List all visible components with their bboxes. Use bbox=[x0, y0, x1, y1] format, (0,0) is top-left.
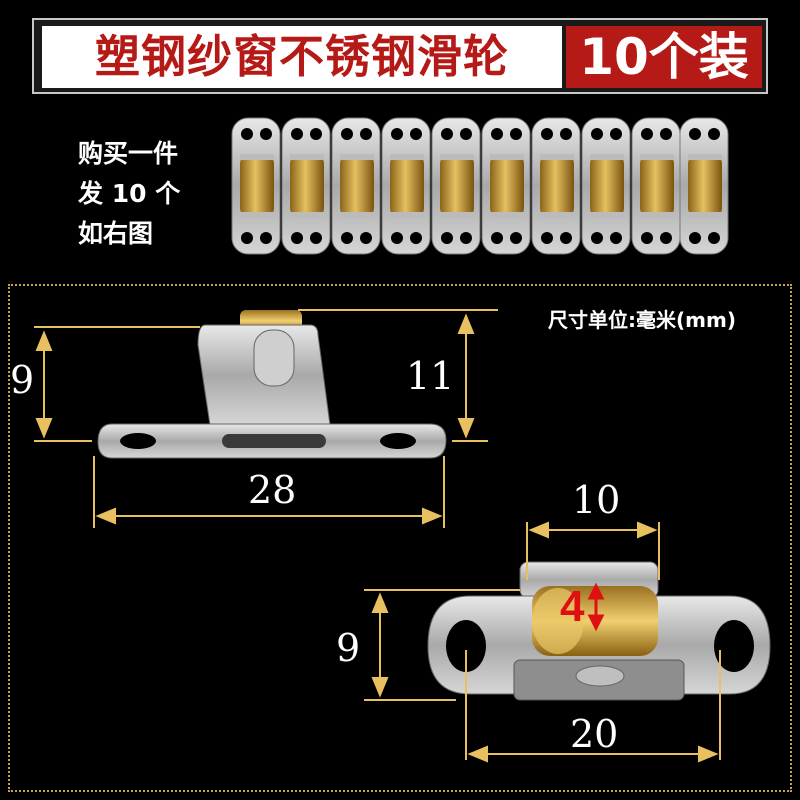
dim-total-height: 11 bbox=[406, 354, 455, 398]
product-title: 塑钢纱窗不锈钢滑轮 bbox=[42, 26, 562, 88]
dim-side-length: 28 bbox=[248, 468, 297, 512]
dim-side-height: 9 bbox=[10, 358, 35, 402]
dim-front-height: 9 bbox=[336, 626, 361, 670]
dim-wheel-width: 10 bbox=[572, 478, 621, 522]
note-line-1: 购买一件 bbox=[78, 139, 179, 168]
dim-wheel-thickness: 4 bbox=[560, 582, 585, 631]
note-line-2: 发 10 个 bbox=[78, 179, 181, 208]
unit-label: 尺寸单位:毫米(mm) bbox=[548, 308, 736, 332]
dimension-frame bbox=[8, 284, 792, 792]
quantity-badge: 10个装 bbox=[566, 26, 762, 88]
note-line-3: 如右图 bbox=[78, 219, 154, 248]
dim-hole-spacing: 20 bbox=[570, 712, 619, 756]
